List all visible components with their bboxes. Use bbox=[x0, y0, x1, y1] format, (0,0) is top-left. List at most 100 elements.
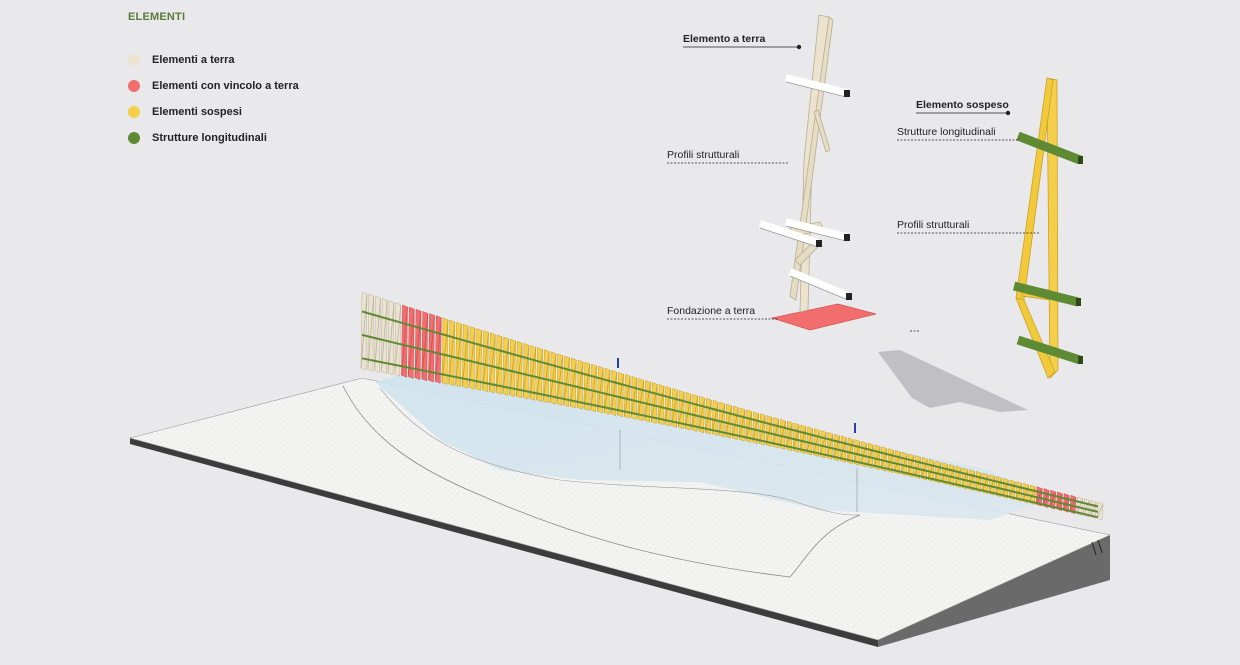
element-shadow bbox=[878, 350, 1028, 412]
rib-diagonal bbox=[1049, 491, 1057, 508]
basin-edge-line bbox=[342, 385, 861, 578]
profile-end-cap bbox=[844, 90, 850, 97]
terrain-side-front bbox=[130, 438, 878, 647]
rib-diagonal bbox=[1083, 500, 1090, 516]
rib-diagonal bbox=[1069, 497, 1077, 512]
rib-diagonal bbox=[840, 437, 847, 461]
rib-diagonal bbox=[975, 473, 982, 491]
suspended-element-drawing bbox=[1012, 77, 1083, 379]
rib-diagonal bbox=[590, 366, 597, 410]
suspended-longitudinal-beams bbox=[1012, 131, 1083, 365]
rib-diagonal bbox=[691, 396, 699, 430]
rib-diagonal bbox=[718, 404, 726, 436]
rib-diagonal bbox=[394, 304, 402, 375]
longitudinal-beam bbox=[1016, 131, 1082, 165]
legend-label: Elementi con vincolo a terra bbox=[152, 80, 299, 92]
rib-diagonal bbox=[894, 452, 901, 473]
rib-diagonal bbox=[569, 359, 577, 407]
structural-profile bbox=[785, 74, 847, 97]
rib-diagonal bbox=[1029, 486, 1036, 503]
rib-diagonal bbox=[752, 413, 760, 442]
rib-diagonal bbox=[1022, 485, 1030, 502]
ground-foundation-slab bbox=[770, 303, 877, 331]
rib-diagonal bbox=[623, 376, 631, 417]
rib-diagonal bbox=[907, 455, 915, 476]
rib-diagonal bbox=[677, 392, 685, 427]
rib-diagonal bbox=[779, 421, 787, 448]
rib-diagonal bbox=[475, 330, 483, 389]
rib-diagonal bbox=[488, 334, 496, 392]
rib-diagonal bbox=[826, 434, 834, 458]
legend-swatch-suspended bbox=[128, 106, 140, 118]
rib-diagonal bbox=[428, 315, 435, 381]
rib-diagonal bbox=[502, 338, 510, 394]
rib-diagonal bbox=[401, 306, 408, 376]
rib-diagonal bbox=[644, 382, 651, 421]
longitudinal-beam bbox=[361, 357, 1099, 519]
beam-end-cap bbox=[1078, 356, 1083, 364]
rib-diagonal bbox=[448, 321, 456, 384]
beam-end-cap bbox=[1078, 156, 1083, 164]
rib-diagonal bbox=[1096, 503, 1104, 519]
rib-diagonal bbox=[745, 411, 753, 441]
rib-diagonal bbox=[556, 355, 564, 404]
ground-element-drawing bbox=[758, 14, 877, 331]
label-suspended-profiles: Profili strutturali bbox=[897, 219, 970, 231]
label-ground-profiles: Profili strutturali bbox=[667, 149, 740, 161]
rib-diagonal bbox=[941, 464, 949, 483]
rib-diagonal bbox=[880, 448, 888, 470]
rib-diagonal bbox=[515, 343, 523, 397]
profile-end-cap bbox=[844, 234, 850, 241]
rib-diagonal bbox=[610, 372, 618, 414]
legend-label: Elementi a terra bbox=[152, 54, 235, 66]
ground-frame-brace bbox=[813, 109, 831, 153]
rib-diagonal bbox=[657, 386, 665, 423]
rib-diagonal bbox=[1015, 483, 1023, 500]
rib-diagonal bbox=[833, 435, 841, 460]
rib-diagonal bbox=[495, 336, 503, 393]
rib-diagonal bbox=[1076, 498, 1084, 514]
rib-diagonal bbox=[792, 424, 800, 451]
legend-item-ground: Elementi a terra bbox=[128, 54, 235, 66]
rib-diagonal bbox=[914, 457, 922, 477]
rib-diagonal bbox=[576, 361, 584, 408]
rib-diagonal bbox=[948, 466, 955, 485]
rib-diagonal bbox=[563, 357, 570, 405]
rib-diagonal bbox=[813, 430, 820, 455]
rib-diagonal bbox=[596, 368, 604, 412]
rib-diagonal bbox=[542, 351, 550, 401]
rib-diagonal bbox=[867, 445, 874, 467]
ground-structural-profiles bbox=[758, 74, 852, 301]
legend-label: Strutture longitudinali bbox=[152, 132, 267, 144]
rib-diagonal bbox=[921, 459, 928, 479]
rib-diagonal bbox=[441, 319, 449, 383]
rib-diagonal bbox=[725, 405, 733, 437]
rib-diagonal bbox=[927, 460, 935, 480]
legend-swatch-constrained bbox=[128, 80, 140, 92]
longitudinal-beam bbox=[1012, 281, 1080, 307]
rib-diagonal bbox=[819, 432, 827, 457]
structural-profile bbox=[785, 218, 847, 241]
profile-end-cap bbox=[846, 293, 852, 300]
rib-diagonal bbox=[1008, 481, 1016, 499]
rib-diagonal bbox=[1035, 488, 1043, 505]
rib-diagonal bbox=[549, 353, 557, 403]
rib-diagonal bbox=[704, 400, 712, 433]
structural-profile bbox=[788, 268, 850, 300]
rib-diagonal bbox=[671, 390, 678, 426]
label-ground-element: Elemento a terra bbox=[683, 33, 766, 45]
leader-lines bbox=[667, 44, 1040, 332]
rib-diagonal bbox=[954, 467, 962, 486]
structural-profile-shade bbox=[759, 227, 819, 248]
rib-diagonal bbox=[380, 300, 388, 372]
rib-diagonal bbox=[799, 426, 807, 452]
rib-diagonal bbox=[367, 296, 375, 370]
rib-diagonal bbox=[786, 423, 793, 449]
suspended-frame-main bbox=[1046, 77, 1059, 379]
rib-diagonal bbox=[468, 328, 476, 388]
rib-diagonal bbox=[981, 474, 989, 492]
rib-diagonal bbox=[873, 446, 881, 468]
rib-diagonal bbox=[961, 469, 969, 488]
